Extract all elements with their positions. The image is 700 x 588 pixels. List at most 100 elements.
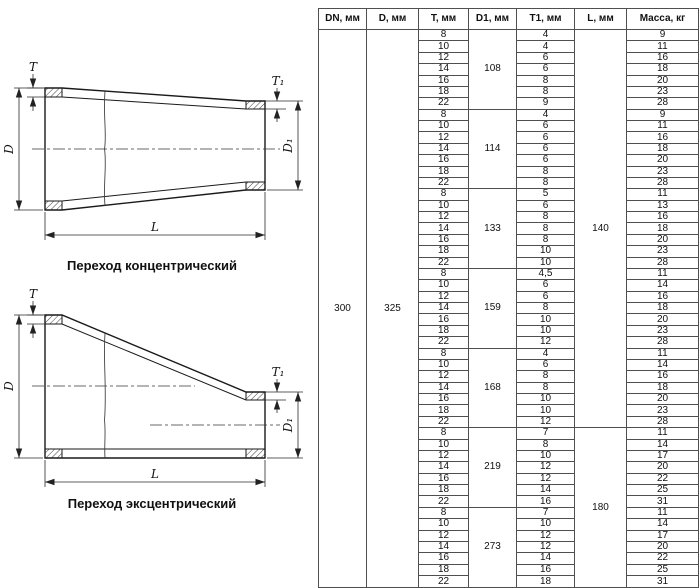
mass-value: 28: [626, 97, 699, 110]
t1-value: 6: [516, 142, 575, 156]
t-value: 8: [418, 108, 469, 122]
t-value: 16: [418, 472, 469, 486]
eccentric-body-outline: [44, 314, 266, 459]
t-value: 10: [418, 358, 469, 372]
weld-bevel-hatch: [245, 181, 266, 191]
dim-label-d: D: [2, 144, 16, 155]
t1-value: 8: [516, 210, 575, 224]
t-value: 14: [418, 301, 469, 315]
mass-value: 20: [626, 461, 699, 474]
mass-value: 18: [626, 63, 699, 76]
concentric-caption: Переход концентрический: [67, 258, 237, 273]
mass-value: 23: [626, 245, 699, 258]
t1-value: 6: [516, 199, 575, 213]
t1-value: 8: [516, 233, 575, 247]
t-value: 22: [418, 336, 469, 349]
mass-value: 20: [626, 233, 699, 247]
d1-value: 114: [468, 108, 517, 190]
mass-value: 23: [626, 404, 699, 417]
table-row: 10 8 14: [319, 438, 699, 451]
mass-value: 20: [626, 540, 699, 554]
reducer-drawings: T T₁ D D₁ L: [2, 60, 303, 511]
mass-value: 14: [626, 438, 699, 451]
t-value: 10: [418, 40, 469, 53]
t-value: 16: [418, 313, 469, 326]
mass-value: 13: [626, 199, 699, 213]
mass-value: 25: [626, 563, 699, 577]
t1-value: 10: [516, 449, 575, 463]
t-value: 10: [418, 119, 469, 133]
t-value: 16: [418, 154, 469, 167]
d1-value: 219: [468, 427, 517, 508]
t-value: 18: [418, 563, 469, 577]
t-value: 16: [418, 392, 469, 406]
mass-value: 28: [626, 256, 699, 269]
dn-value: 300: [318, 29, 367, 588]
drawings-panel: T T₁ D D₁ L: [0, 0, 318, 588]
mass-value: 20: [626, 313, 699, 326]
dim-label-t: T: [29, 287, 38, 301]
mass-value: 11: [626, 506, 699, 520]
d-value: 325: [366, 29, 419, 588]
t-value: 16: [418, 233, 469, 247]
t1-value: 8: [516, 165, 575, 178]
mass-value: 31: [626, 575, 699, 588]
t1-value: 10: [516, 245, 575, 258]
t-value: 22: [418, 97, 469, 110]
t-value: 10: [418, 438, 469, 451]
mass-value: 17: [626, 449, 699, 463]
weld-bevel-hatch: [44, 87, 63, 98]
mass-value: 16: [626, 290, 699, 304]
t-value: 16: [418, 552, 469, 565]
t1-value: 12: [516, 540, 575, 554]
column-header: D, мм: [366, 8, 419, 30]
t-value: 22: [418, 575, 469, 588]
t1-value: 10: [516, 392, 575, 406]
t1-value: 6: [516, 51, 575, 65]
t1-value: 14: [516, 552, 575, 565]
dim-label-t1: T₁: [272, 365, 285, 379]
t-value: 12: [418, 131, 469, 144]
t-value: 14: [418, 461, 469, 474]
mass-value: 16: [626, 370, 699, 383]
t1-value: 8: [516, 74, 575, 87]
mass-value: 18: [626, 142, 699, 156]
t-value: 18: [418, 85, 469, 99]
dim-label-d: D: [2, 381, 16, 392]
column-header: T, мм: [418, 8, 469, 30]
mass-value: 22: [626, 472, 699, 486]
t1-value: 8: [516, 85, 575, 99]
mass-value: 28: [626, 176, 699, 190]
t1-value: 6: [516, 154, 575, 167]
t1-value: 5: [516, 188, 575, 201]
t1-value: 8: [516, 176, 575, 190]
t-value: 18: [418, 404, 469, 417]
t1-value: 6: [516, 279, 575, 292]
weld-bevel-hatch: [245, 391, 266, 401]
t1-value: 4: [516, 347, 575, 360]
t1-value: 6: [516, 290, 575, 304]
t1-value: 12: [516, 415, 575, 429]
t1-value: 10: [516, 518, 575, 531]
mass-value: 23: [626, 165, 699, 178]
mass-value: 20: [626, 74, 699, 87]
t-value: 8: [418, 506, 469, 520]
t1-value: 8: [516, 438, 575, 451]
t-value: 14: [418, 63, 469, 76]
